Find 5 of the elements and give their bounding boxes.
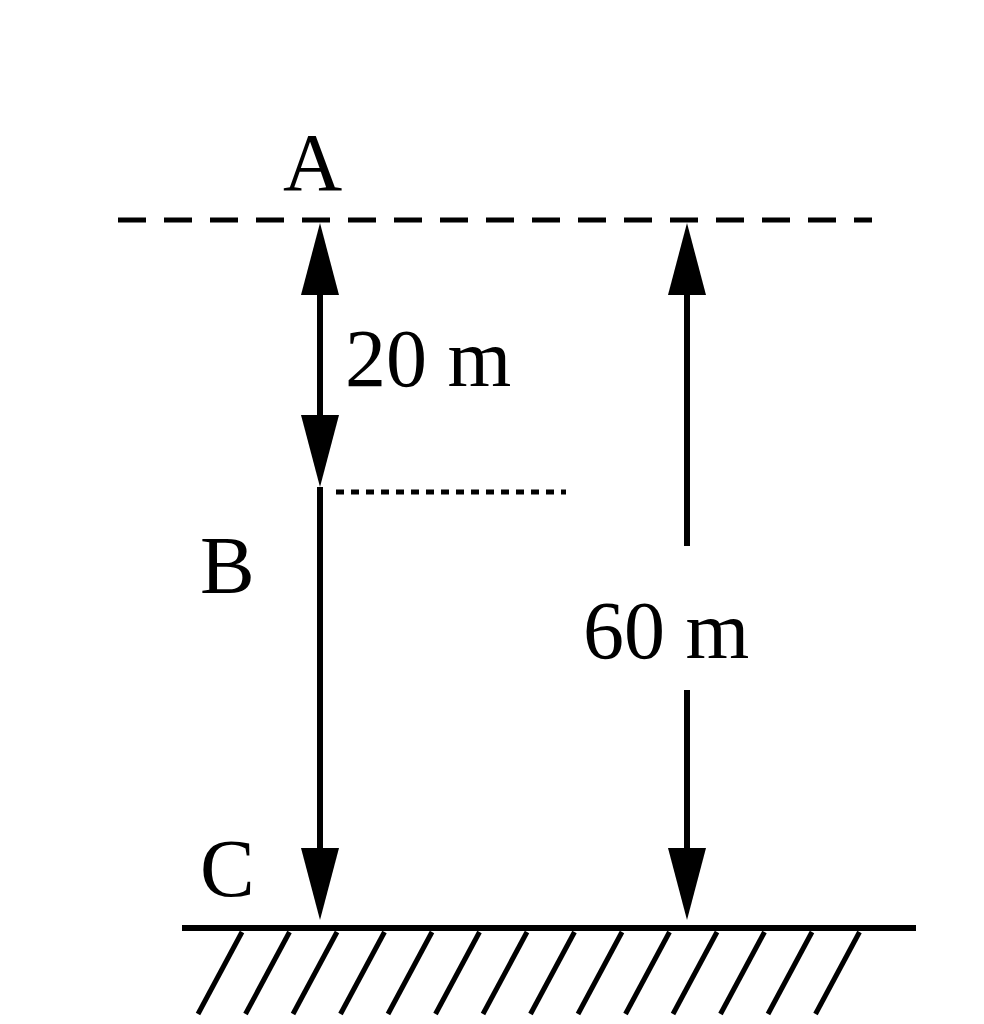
dimension-label: 20 m — [345, 318, 512, 400]
dimension-label: 60 m — [583, 590, 750, 672]
point-label: B — [200, 525, 255, 607]
point-label: A — [283, 122, 343, 204]
point-label: C — [200, 828, 255, 910]
